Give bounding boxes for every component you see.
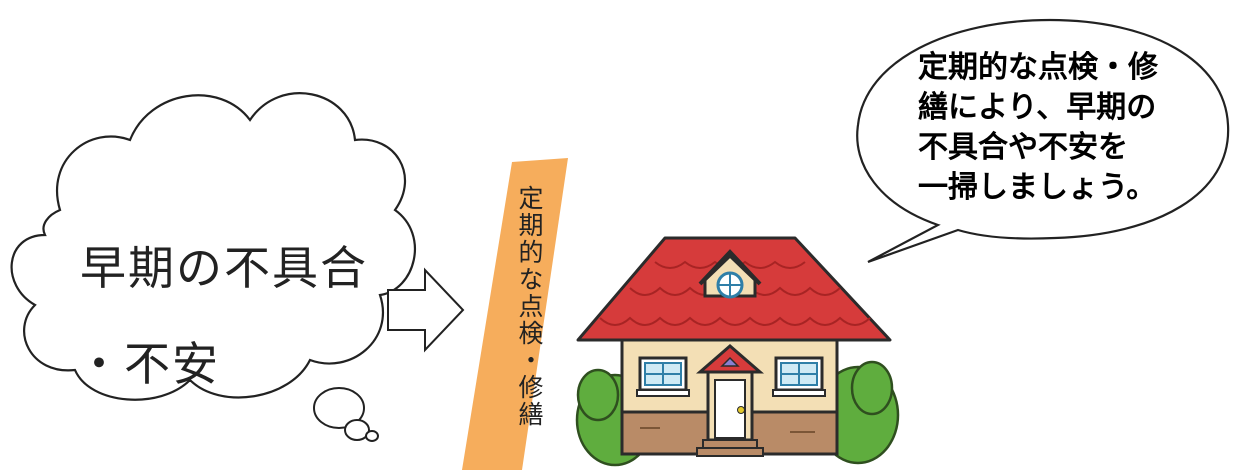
- speech-bubble-text: 定期的な点検・修 繕により、早期の 不具合や不安を 一掃しましょう。: [918, 48, 1163, 208]
- speech-line-2: 繕により、早期の: [918, 90, 1157, 125]
- speech-line-4: 一掃しましょう。: [918, 170, 1157, 205]
- cloud-text-line-2: ・不安: [76, 337, 220, 391]
- band-text: 定期的な点検・修繕: [515, 185, 544, 428]
- window-left: [636, 356, 690, 397]
- window-right: [772, 356, 826, 397]
- thought-bubble-small: [313, 387, 379, 442]
- speech-line-3: 不具合や不安を: [918, 130, 1128, 165]
- speech-line-1: 定期的な点検・修: [918, 50, 1158, 85]
- cloud-text-line-1: 早期の不具合: [80, 241, 368, 295]
